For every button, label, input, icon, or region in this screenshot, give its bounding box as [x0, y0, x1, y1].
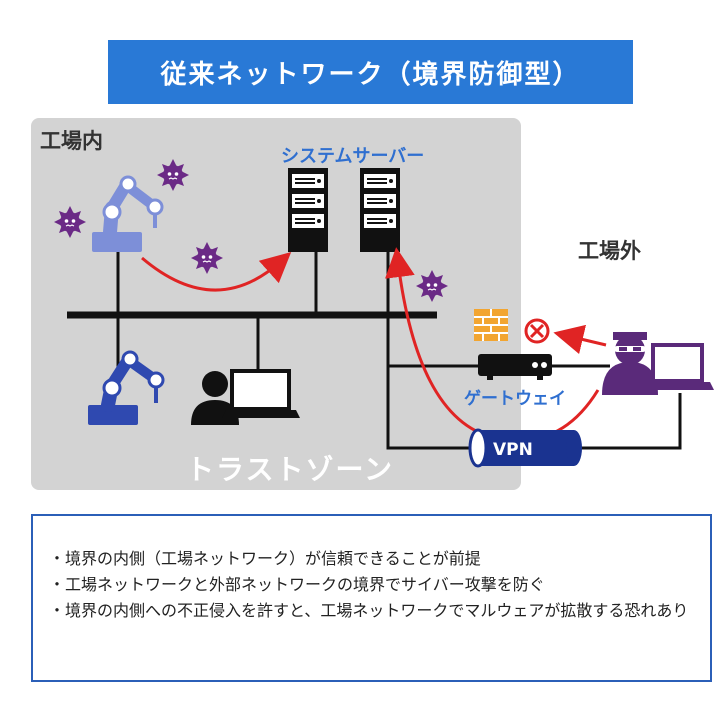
user-laptop-icon: [191, 369, 300, 425]
hacker-icon: [602, 332, 714, 395]
note-item: 境界の内側（工場ネットワーク）が信頼できることが前提: [49, 546, 694, 572]
system-server-label: システムサーバー: [281, 146, 425, 167]
blocked-icon: [524, 318, 550, 344]
notes-box: 境界の内側（工場ネットワーク）が信頼できることが前提 工場ネットワークと外部ネッ…: [31, 514, 712, 682]
gateway-icon: [478, 354, 552, 380]
infection-arrow: [141, 252, 292, 292]
outside-factory-label: 工場外: [578, 239, 641, 263]
robot-arm-icon: [88, 350, 165, 425]
trust-zone-area: [31, 118, 521, 490]
gateway-label: ゲートウェイ: [464, 389, 566, 409]
blocked-arrow: [553, 324, 607, 355]
server-icon: [288, 168, 400, 252]
vpn-label: VPN: [493, 440, 533, 460]
trust-zone-label: トラストゾーン: [186, 453, 395, 486]
page-title: 従来ネットワーク（境界防御型）: [108, 40, 633, 104]
note-item: 工場ネットワークと外部ネットワークの境界でサイバー攻撃を防ぐ: [49, 572, 694, 598]
inside-factory-label: 工場内: [40, 129, 103, 153]
note-item: 境界の内側への不正侵入を許すと、工場ネットワークでマルウェアが拡散する恐れあり: [49, 598, 694, 624]
firewall-icon: [474, 309, 508, 341]
robot-arm-icon: [92, 175, 164, 252]
vpn-tunnel-icon: [468, 428, 582, 468]
